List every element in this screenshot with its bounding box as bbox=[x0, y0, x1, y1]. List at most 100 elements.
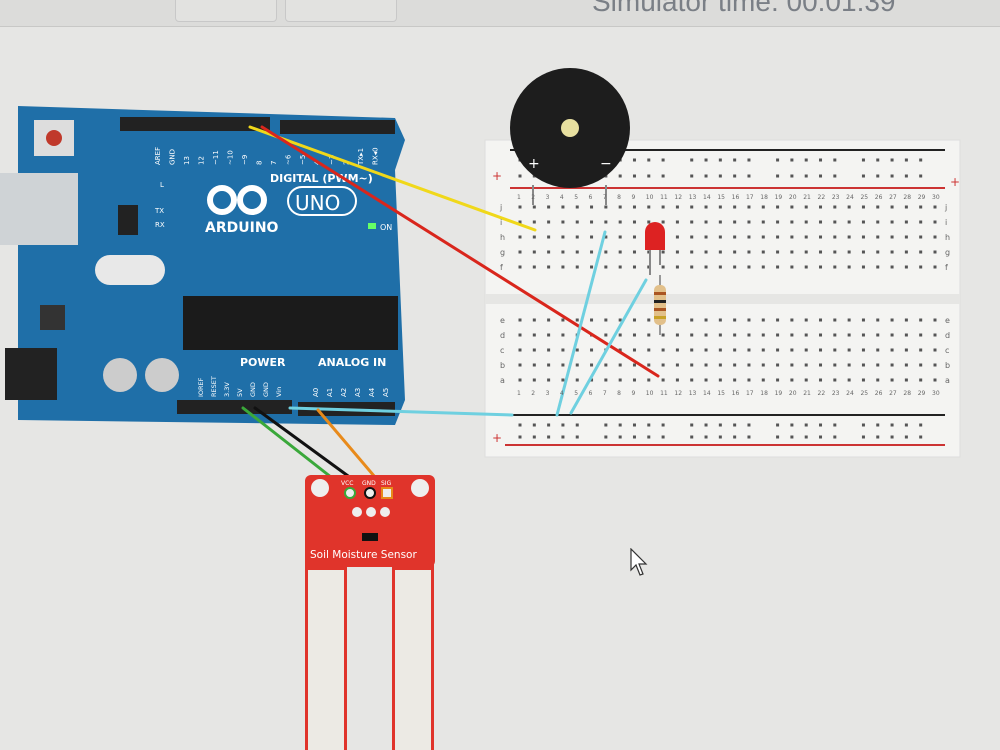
rail-hole[interactable] bbox=[890, 423, 894, 427]
breadboard-hole[interactable] bbox=[604, 250, 608, 254]
rail-hole[interactable] bbox=[690, 423, 694, 427]
breadboard-hole[interactable] bbox=[632, 250, 636, 254]
breadboard-hole[interactable] bbox=[933, 378, 937, 382]
breadboard-hole[interactable] bbox=[933, 333, 937, 337]
breadboard-hole[interactable] bbox=[733, 363, 737, 367]
breadboard-hole[interactable] bbox=[561, 318, 565, 322]
breadboard-hole[interactable] bbox=[919, 378, 923, 382]
breadboard-hole[interactable] bbox=[861, 250, 865, 254]
rail-hole[interactable] bbox=[647, 423, 651, 427]
breadboard-hole[interactable] bbox=[704, 235, 708, 239]
rail-hole[interactable] bbox=[575, 435, 579, 439]
breadboard-hole[interactable] bbox=[919, 363, 923, 367]
breadboard-hole[interactable] bbox=[704, 378, 708, 382]
toolbar-button[interactable] bbox=[285, 0, 397, 22]
breadboard-hole[interactable] bbox=[575, 378, 579, 382]
breadboard-hole[interactable] bbox=[761, 235, 765, 239]
breadboard-hole[interactable] bbox=[547, 318, 551, 322]
breadboard-hole[interactable] bbox=[861, 378, 865, 382]
breadboard-hole[interactable] bbox=[776, 220, 780, 224]
breadboard-hole[interactable] bbox=[933, 363, 937, 367]
breadboard-hole[interactable] bbox=[532, 250, 536, 254]
breadboard-hole[interactable] bbox=[590, 205, 594, 209]
breadboard-hole[interactable] bbox=[904, 318, 908, 322]
breadboard-hole[interactable] bbox=[575, 220, 579, 224]
breadboard-hole[interactable] bbox=[833, 363, 837, 367]
breadboard-hole[interactable] bbox=[790, 220, 794, 224]
breadboard-hole[interactable] bbox=[604, 205, 608, 209]
breadboard-hole[interactable] bbox=[747, 235, 751, 239]
breadboard-hole[interactable] bbox=[618, 318, 622, 322]
breadboard-hole[interactable] bbox=[876, 318, 880, 322]
rail-hole[interactable] bbox=[704, 158, 708, 162]
breadboard-hole[interactable] bbox=[532, 348, 536, 352]
breadboard-hole[interactable] bbox=[933, 220, 937, 224]
rail-hole[interactable] bbox=[518, 435, 522, 439]
breadboard-hole[interactable] bbox=[632, 333, 636, 337]
breadboard-hole[interactable] bbox=[761, 318, 765, 322]
rail-hole[interactable] bbox=[618, 174, 622, 178]
breadboard-hole[interactable] bbox=[632, 348, 636, 352]
rail-hole[interactable] bbox=[718, 423, 722, 427]
breadboard-hole[interactable] bbox=[876, 363, 880, 367]
breadboard-hole[interactable] bbox=[704, 220, 708, 224]
rail-hole[interactable] bbox=[718, 435, 722, 439]
breadboard-hole[interactable] bbox=[575, 250, 579, 254]
breadboard-hole[interactable] bbox=[718, 220, 722, 224]
breadboard-hole[interactable] bbox=[518, 318, 522, 322]
breadboard-hole[interactable] bbox=[804, 318, 808, 322]
breadboard-hole[interactable] bbox=[704, 250, 708, 254]
breadboard-hole[interactable] bbox=[747, 378, 751, 382]
breadboard-hole[interactable] bbox=[833, 348, 837, 352]
breadboard-hole[interactable] bbox=[919, 333, 923, 337]
rail-hole[interactable] bbox=[690, 174, 694, 178]
rail-hole[interactable] bbox=[819, 174, 823, 178]
breadboard-hole[interactable] bbox=[833, 318, 837, 322]
breadboard-hole[interactable] bbox=[890, 333, 894, 337]
rail-hole[interactable] bbox=[747, 174, 751, 178]
breadboard-hole[interactable] bbox=[604, 318, 608, 322]
breadboard-hole[interactable] bbox=[647, 348, 651, 352]
wires[interactable] bbox=[241, 125, 660, 494]
breadboard-hole[interactable] bbox=[718, 235, 722, 239]
rail-hole[interactable] bbox=[718, 174, 722, 178]
breadboard-hole[interactable] bbox=[776, 265, 780, 269]
breadboard-hole[interactable] bbox=[647, 363, 651, 367]
breadboard-hole[interactable] bbox=[561, 333, 565, 337]
breadboard-hole[interactable] bbox=[804, 265, 808, 269]
breadboard-hole[interactable] bbox=[919, 265, 923, 269]
rail-hole[interactable] bbox=[518, 174, 522, 178]
breadboard-hole[interactable] bbox=[532, 265, 536, 269]
breadboard-hole[interactable] bbox=[890, 378, 894, 382]
rail-hole[interactable] bbox=[904, 174, 908, 178]
breadboard-hole[interactable] bbox=[890, 235, 894, 239]
breadboard-hole[interactable] bbox=[547, 378, 551, 382]
breadboard-hole[interactable] bbox=[661, 333, 665, 337]
breadboard-hole[interactable] bbox=[604, 378, 608, 382]
breadboard-hole[interactable] bbox=[618, 220, 622, 224]
rail-hole[interactable] bbox=[704, 423, 708, 427]
rail-hole[interactable] bbox=[819, 435, 823, 439]
rail-hole[interactable] bbox=[790, 423, 794, 427]
breadboard-hole[interactable] bbox=[590, 348, 594, 352]
breadboard-hole[interactable] bbox=[632, 235, 636, 239]
breadboard-hole[interactable] bbox=[647, 220, 651, 224]
breadboard-hole[interactable] bbox=[647, 333, 651, 337]
breadboard-hole[interactable] bbox=[632, 318, 636, 322]
breadboard-hole[interactable] bbox=[761, 265, 765, 269]
rail-hole[interactable] bbox=[776, 174, 780, 178]
rail-hole[interactable] bbox=[518, 423, 522, 427]
breadboard-hole[interactable] bbox=[819, 250, 823, 254]
breadboard-hole[interactable] bbox=[761, 250, 765, 254]
breadboard-hole[interactable] bbox=[661, 205, 665, 209]
breadboard-hole[interactable] bbox=[604, 333, 608, 337]
breadboard-hole[interactable] bbox=[661, 265, 665, 269]
rail-hole[interactable] bbox=[876, 423, 880, 427]
breadboard-hole[interactable] bbox=[919, 250, 923, 254]
breadboard-hole[interactable] bbox=[690, 378, 694, 382]
breadboard-hole[interactable] bbox=[704, 348, 708, 352]
breadboard-hole[interactable] bbox=[804, 333, 808, 337]
rail-hole[interactable] bbox=[733, 158, 737, 162]
breadboard-hole[interactable] bbox=[776, 363, 780, 367]
rail-hole[interactable] bbox=[790, 435, 794, 439]
